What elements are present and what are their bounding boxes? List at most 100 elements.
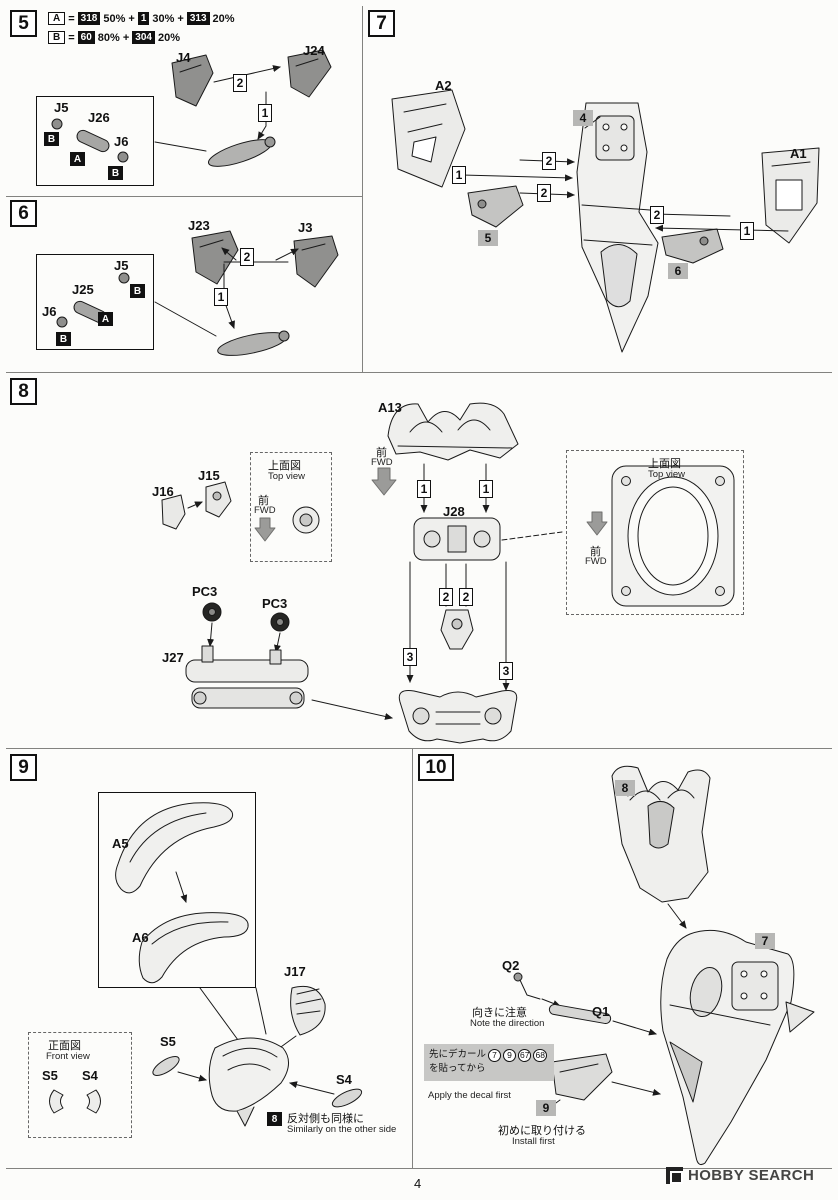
plus-sign: + xyxy=(128,12,135,25)
equals-sign: = xyxy=(68,12,75,25)
direction-note-jp: 向きに注意 xyxy=(472,1007,527,1019)
paint-code-box: 313 xyxy=(186,12,210,25)
paint-formula-a: A = 318 50% + 1 30% + 313 20% xyxy=(48,12,235,25)
assembly-callout-1: 1 xyxy=(452,166,466,184)
step-number-label: 7 xyxy=(376,12,387,34)
fwd-label-jp: 前 xyxy=(376,447,387,459)
part-label-j15: J15 xyxy=(198,468,220,483)
assembly-callout-2: 2 xyxy=(233,74,247,92)
paint-percent: 80% xyxy=(97,31,120,44)
decal-note-en: Apply the decal first xyxy=(428,1090,511,1101)
top-view-inset-small xyxy=(250,452,332,562)
front-view-label-jp: 正面図 xyxy=(48,1040,81,1052)
plus-sign: + xyxy=(122,31,130,44)
callout-label: 2 xyxy=(653,208,661,222)
color-tag-a: A xyxy=(98,312,113,326)
step-number-label: 6 xyxy=(18,202,29,224)
part-label-j23: J23 xyxy=(188,218,210,233)
part-label-s5: S5 xyxy=(42,1068,58,1083)
step-ref-label: 9 xyxy=(542,1101,550,1115)
assembly-callout-2: 2 xyxy=(240,248,254,266)
step-ref-label: 6 xyxy=(674,264,682,278)
front-view-inset xyxy=(28,1032,132,1138)
paint-code-box: 1 xyxy=(137,12,150,25)
paint-percent: 20% xyxy=(157,31,180,44)
divider xyxy=(6,1168,832,1169)
equals-sign: = xyxy=(68,31,75,44)
callout-label: 1 xyxy=(743,224,751,238)
callout-label: 1 xyxy=(420,482,428,496)
color-tag-b: B xyxy=(44,132,59,146)
fwd-label-en: FWD xyxy=(585,556,607,567)
step-number-6: 6 xyxy=(10,200,37,227)
step5-parts-box xyxy=(36,96,154,186)
step-ref-tag-4: 4 xyxy=(573,110,593,126)
assembly-callout-2: 2 xyxy=(650,206,664,224)
assembly-callout-1: 1 xyxy=(214,288,228,306)
assembly-callout-3: 3 xyxy=(403,648,417,666)
part-label-j24: J24 xyxy=(303,43,325,58)
paint-percent: 50% xyxy=(103,12,126,25)
direction-note-en: Note the direction xyxy=(470,1018,545,1029)
assembly-callout-2: 2 xyxy=(459,588,473,606)
color-tag-label: A xyxy=(101,313,110,325)
decal-number: 7 xyxy=(488,1048,502,1062)
top-view-label-en: Top view xyxy=(268,471,305,482)
part-label-j6: J6 xyxy=(114,134,129,149)
callout-label: 1 xyxy=(261,106,269,120)
note-en: Similarly on the other side xyxy=(287,1124,397,1135)
part-label-j5: J5 xyxy=(54,100,69,115)
part-label-pc3: PC3 xyxy=(262,596,288,611)
step-ref-tag-5: 5 xyxy=(478,230,498,246)
callout-label: 2 xyxy=(462,590,470,604)
assembly-callout-2: 2 xyxy=(439,588,453,606)
note-tag-label: 8 xyxy=(271,1113,278,1125)
step-ref-tag-8: 8 xyxy=(615,780,635,796)
color-tag-a: A xyxy=(70,152,85,166)
divider xyxy=(6,196,362,197)
part-label-a6: A6 xyxy=(132,930,149,945)
assembly-callout-2: 2 xyxy=(537,184,551,202)
step-ref-tag-9: 9 xyxy=(536,1100,556,1116)
step-ref-tag-6: 6 xyxy=(668,263,688,279)
top-view-label-en: Top view xyxy=(648,469,685,480)
part-label-q2: Q2 xyxy=(502,958,520,973)
step-number-label: 9 xyxy=(18,756,29,778)
assembly-callout-1: 1 xyxy=(479,480,493,498)
part-label-s5: S5 xyxy=(160,1034,176,1049)
decal-number: 9 xyxy=(503,1048,517,1062)
paint-formula-b: B = 60 80% + 304 20% xyxy=(48,31,180,44)
fwd-label-en: FWD xyxy=(254,505,276,516)
fwd-label-en: FWD xyxy=(371,457,393,468)
step-number-9: 9 xyxy=(10,754,37,781)
color-tag-b: B xyxy=(130,284,145,298)
color-tag-label: B xyxy=(59,333,68,345)
decal-number: 68 xyxy=(533,1048,547,1062)
step6-parts-box xyxy=(36,254,154,350)
step7-art xyxy=(391,89,820,353)
step-ref-label: 7 xyxy=(761,934,769,948)
callout-label: 1 xyxy=(482,482,490,496)
part-label-a13: A13 xyxy=(378,400,402,415)
note-step-tag-8: 8 xyxy=(267,1112,282,1126)
part-label-a5: A5 xyxy=(112,836,129,851)
part-label-j4: J4 xyxy=(176,50,191,65)
step-number-label: 5 xyxy=(18,12,29,34)
decal-note-jp2: を貼ってから xyxy=(429,1063,486,1075)
color-tag-label: B xyxy=(133,285,142,297)
top-view-label-jp: 上面図 xyxy=(268,460,301,472)
step-number-label: 8 xyxy=(18,380,29,402)
watermark: HOBBY SEARCH xyxy=(666,1167,814,1184)
callout-label: 3 xyxy=(502,664,510,678)
part-label-j5: J5 xyxy=(114,258,129,273)
part-label-j17: J17 xyxy=(284,964,306,979)
step-number-5: 5 xyxy=(10,10,37,37)
part-label-q1: Q1 xyxy=(592,1004,610,1019)
part-label-j16: J16 xyxy=(152,484,174,499)
paint-code-box: 304 xyxy=(132,31,155,44)
install-note-en: Install first xyxy=(512,1136,555,1147)
color-tag-label: B xyxy=(111,167,120,179)
part-label-s4: S4 xyxy=(82,1068,98,1083)
note-jp: 反対側も同様に xyxy=(287,1113,364,1125)
